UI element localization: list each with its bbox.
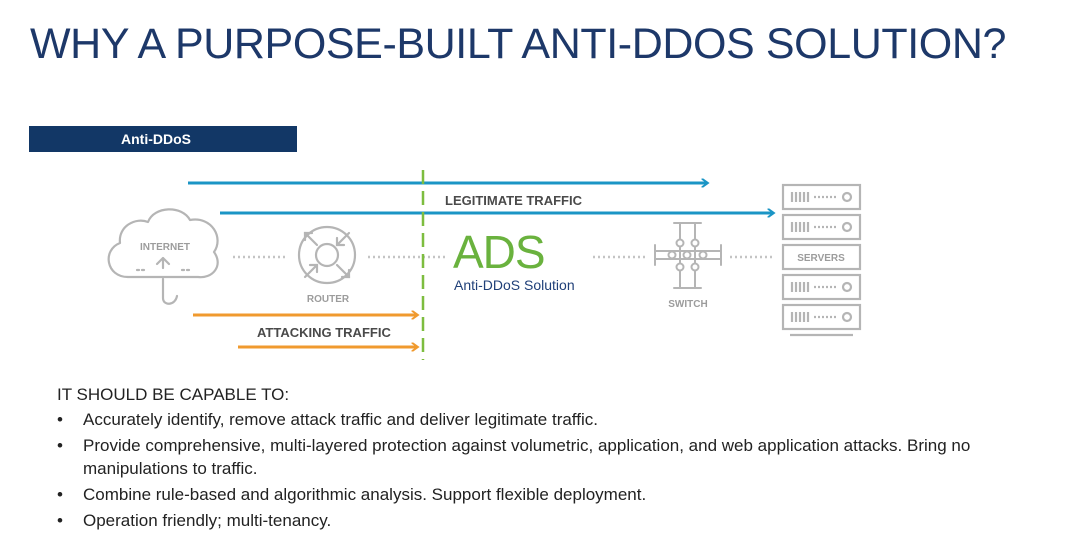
servers-label: SERVERS: [797, 253, 845, 264]
traffic-diagram: LEGITIMATE TRAFFIC ATTACKING TRAFFIC INT…: [107, 170, 862, 360]
page-title: WHY A PURPOSE-BUILT ANTI-DDOS SOLUTION?: [30, 20, 1007, 68]
list-item: Accurately identify, remove attack traff…: [57, 408, 1007, 431]
capable-heading: IT SHOULD BE CAPABLE TO:: [57, 385, 290, 404]
capability-list: Accurately identify, remove attack traff…: [57, 408, 1007, 535]
ads-caption: Anti-DDoS Solution: [454, 277, 575, 293]
list-item: Combine rule-based and algorithmic analy…: [57, 483, 1007, 506]
legitimate-traffic-label: LEGITIMATE TRAFFIC: [445, 193, 583, 208]
internet-label: INTERNET: [140, 242, 190, 253]
ads-logo: ADS: [453, 226, 545, 278]
router-label: ROUTER: [307, 294, 350, 305]
attacking-traffic-label: ATTACKING TRAFFIC: [257, 325, 391, 340]
switch-label: SWITCH: [668, 299, 707, 310]
anti-ddos-tag: Anti-DDoS: [29, 126, 297, 152]
router-icon: [297, 225, 357, 285]
list-item: Provide comprehensive, multi-layered pro…: [57, 434, 1007, 480]
list-item: Operation friendly; multi-tenancy.: [57, 509, 1007, 532]
server-rack-icon: [781, 183, 862, 337]
cloud-icon: [107, 208, 219, 305]
switch-icon: [654, 222, 722, 289]
